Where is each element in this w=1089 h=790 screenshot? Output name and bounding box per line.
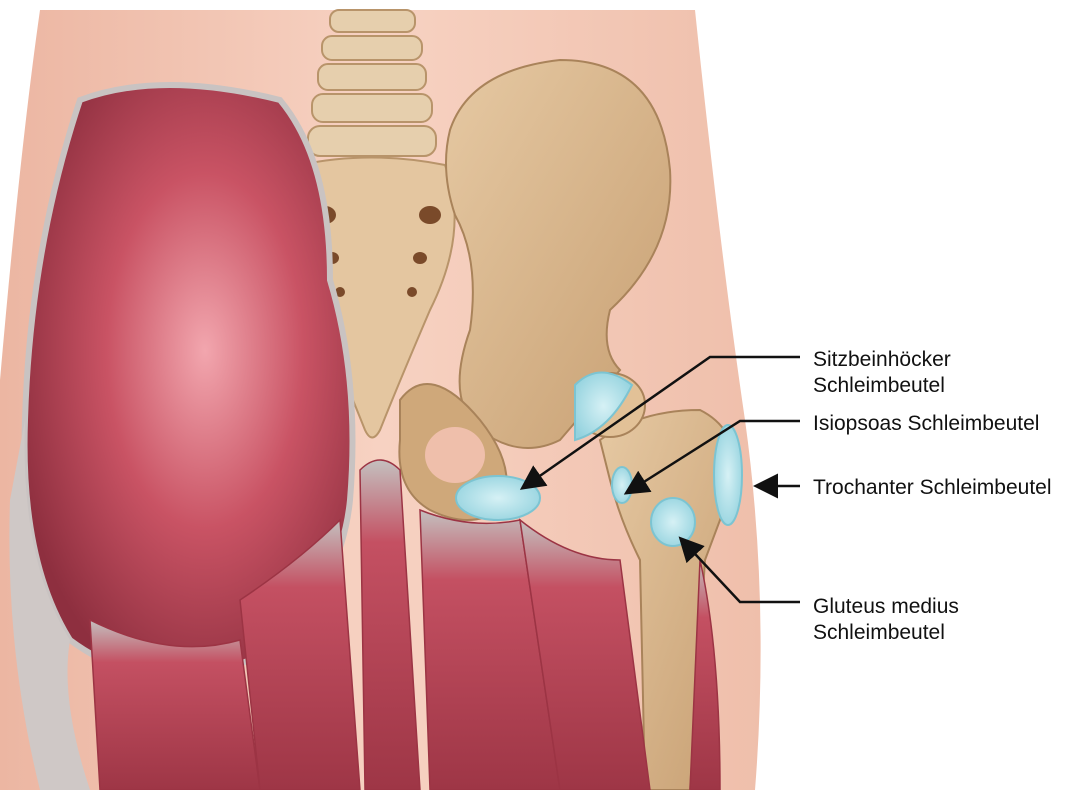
label-gluteus-line1: Gluteus medius: [813, 594, 959, 620]
label-gluteus-medius-bursa: Gluteus medius Schleimbeutel: [813, 594, 959, 646]
obturator-foramen: [425, 427, 485, 483]
label-iliopsoas-line1: Isiopsoas Schleimbeutel: [813, 411, 1039, 437]
label-gluteus-line2: Schleimbeutel: [813, 620, 959, 646]
label-trochanter-bursa: Trochanter Schleimbeutel: [813, 475, 1052, 501]
gluteus-medius-bursa: [651, 498, 695, 546]
label-sitzbeinhoecker-line2: Schleimbeutel: [813, 373, 951, 399]
label-sitzbeinhoecker-line1: Sitzbeinhöcker: [813, 347, 951, 373]
iliopsoas-bursa: [612, 467, 632, 503]
label-sitzbeinhoecker-bursa: Sitzbeinhöcker Schleimbeutel: [813, 347, 951, 399]
ischial-bursa: [456, 476, 540, 520]
trochanter-bursa: [714, 425, 742, 525]
label-trochanter-line1: Trochanter Schleimbeutel: [813, 475, 1052, 501]
label-iliopsoas-bursa: Isiopsoas Schleimbeutel: [813, 411, 1039, 437]
